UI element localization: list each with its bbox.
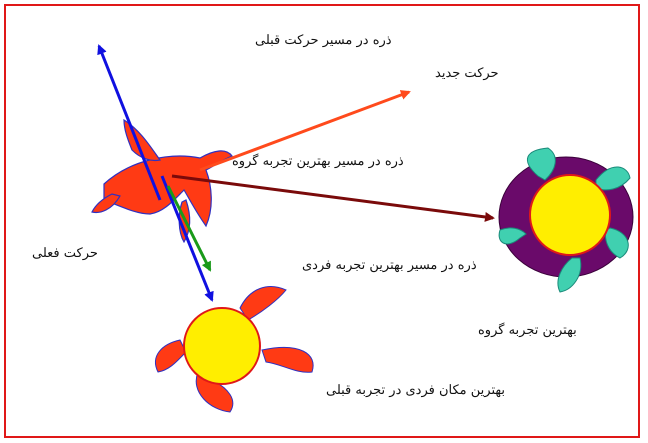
label-personal-best-location: بهترین مکان فردی در تجربه قبلی bbox=[326, 383, 505, 398]
personal-best-arrow bbox=[166, 185, 212, 272]
feather-icon bbox=[498, 147, 631, 293]
label-new-move: حرکت جدید bbox=[435, 66, 499, 81]
group-best-icon bbox=[498, 147, 634, 293]
previous-path-arrow bbox=[97, 44, 162, 201]
group-best-arrow bbox=[171, 174, 495, 222]
personal-best-icon bbox=[155, 286, 314, 413]
new-move-arrow bbox=[199, 90, 411, 172]
personal-best-sun bbox=[183, 307, 261, 385]
current-move-arrow bbox=[160, 175, 214, 302]
label-current-move: حرکت فعلی bbox=[32, 246, 98, 261]
label-group-best: بهترین تجربه گروه bbox=[478, 323, 577, 338]
group-best-sun bbox=[529, 174, 611, 256]
label-toward-group-best: ذره در مسیر بهترین تجربه گروه bbox=[232, 154, 404, 169]
diagram-border bbox=[4, 4, 640, 438]
label-previous-path: ذره در مسیر حرکت قبلی bbox=[255, 33, 392, 48]
label-toward-personal-best: ذره در مسیر بهترین تجربه فردی bbox=[302, 258, 477, 273]
